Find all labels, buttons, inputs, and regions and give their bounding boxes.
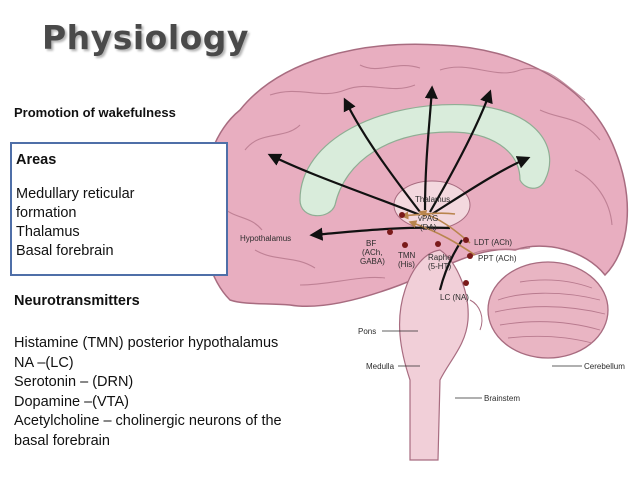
label-pons: Pons xyxy=(358,327,376,336)
pathway-arrow-up1 xyxy=(343,97,421,213)
cholinergic-arrow-2 xyxy=(408,220,476,256)
pathway-arrow-up3 xyxy=(429,89,493,213)
areas-box: Areas Medullary reticular formation Thal… xyxy=(10,142,228,276)
neurotransmitter-item: Histamine (TMN) posterior hypothalamus xyxy=(14,335,279,351)
pathway-arrow-front xyxy=(267,153,421,217)
label-ldt: LDT (ACh) xyxy=(474,238,512,247)
pathway-arrow-back xyxy=(431,156,531,215)
cerebellum-shape xyxy=(487,261,609,359)
label-bf: BF xyxy=(366,239,376,248)
label-da: (DA) xyxy=(420,223,437,232)
pathway-arrow-up2 xyxy=(423,85,438,211)
label-brainstem: Brainstem xyxy=(484,394,520,403)
neurotransmitter-item: Serotonin – (DRN) xyxy=(14,374,134,390)
label-raphe: Raphe xyxy=(428,253,452,262)
pathway-arrow-hypothalamus xyxy=(309,226,451,241)
neurotransmitter-item: Acetylcholine – cholinergic neurons of t… xyxy=(14,413,282,429)
label-vpag: vPAG xyxy=(418,214,438,223)
nucleus-dot-ldt xyxy=(463,237,469,243)
promotion-heading: Promotion of wakefulness xyxy=(14,105,176,120)
label-5ht: (5-HT) xyxy=(428,262,451,271)
area-item: Medullary reticular xyxy=(16,186,135,202)
neurotransmitters-title: Neurotransmitters xyxy=(14,293,140,309)
cholinergic-arrow-3 xyxy=(400,211,456,220)
label-ach-bf: (ACh, xyxy=(362,248,382,257)
brainstem-shape xyxy=(398,249,469,461)
label-tmn: TMN xyxy=(398,251,416,260)
label-hypothalamus: Hypothalamus xyxy=(240,234,291,243)
nucleus-dot-bf xyxy=(387,229,393,235)
nucleus-dot-raphe xyxy=(435,241,441,247)
cerebrum-shape xyxy=(200,43,629,308)
area-item: Thalamus xyxy=(16,224,80,240)
nucleus-dot-ppt xyxy=(467,253,473,259)
pathway-arrow-brainstem xyxy=(438,239,463,291)
nucleus-dot-vpag xyxy=(399,212,405,218)
neurotransmitters-list: Histamine (TMN) posterior hypothalamus N… xyxy=(14,334,359,451)
page-title: Physiology xyxy=(42,18,249,57)
label-medulla: Medulla xyxy=(366,362,395,371)
neurotransmitter-item: NA –(LC) xyxy=(14,354,74,371)
label-lc: LC (NA) xyxy=(440,293,469,302)
label-gaba: GABA) xyxy=(360,257,385,266)
neurotransmitter-item: Dopamine –(VTA) xyxy=(14,393,129,410)
label-ppt: PPT (ACh) xyxy=(478,254,517,263)
label-his: (His) xyxy=(398,260,415,269)
label-thalamus: Thalamus xyxy=(415,195,450,204)
nucleus-dot-lc xyxy=(463,280,469,286)
areas-title: Areas xyxy=(16,152,57,168)
nucleus-dot-tmn xyxy=(402,242,408,248)
area-item: Basal forebrain xyxy=(16,243,114,259)
neurotransmitter-item: basal forebrain xyxy=(14,432,110,449)
area-item: formation xyxy=(16,205,77,221)
label-cerebellum: Cerebellum xyxy=(584,362,625,371)
